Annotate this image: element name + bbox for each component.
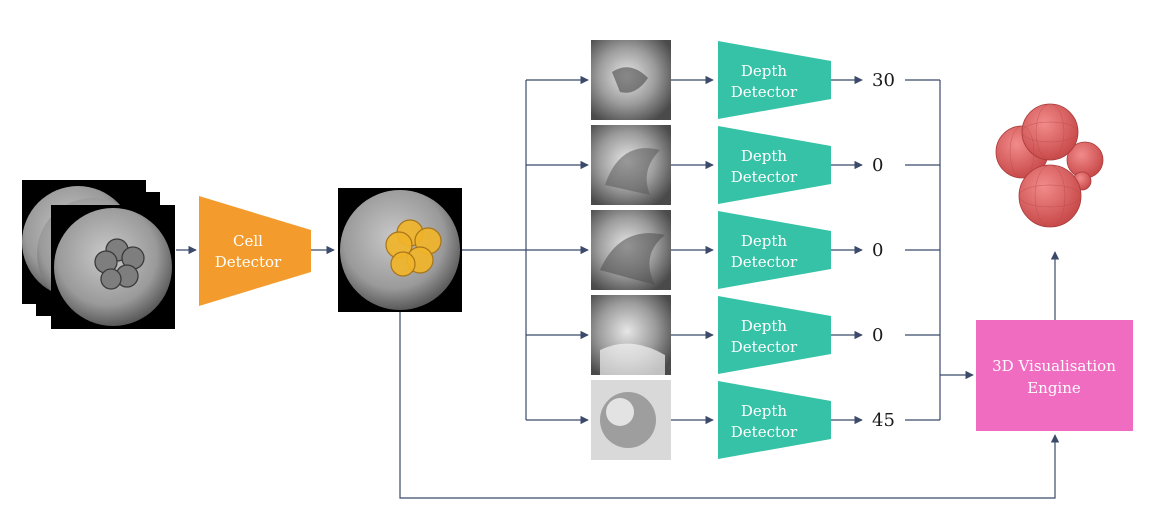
depth-detector-2-shape [718, 126, 831, 204]
crop-to-detector-arrows [671, 75, 714, 425]
depth-detector-4-label-line2: Detector [731, 338, 798, 356]
depth-crop-2 [591, 125, 671, 205]
depth-detector-3-shape [718, 211, 831, 289]
depth-values: 30 0 0 0 45 [872, 70, 895, 431]
depth-value-2: 0 [872, 155, 883, 176]
cell-detector-block: Cell Detector [199, 196, 311, 306]
depth-detector-4-label-line1: Depth [741, 317, 788, 335]
engine-label-line1: 3D Visualisation [992, 357, 1116, 375]
depth-detector-1-label-line1: Depth [741, 62, 788, 80]
highlighted-cells [385, 219, 442, 277]
depth-detector-1-label-line2: Detector [731, 83, 798, 101]
depth-detector-4: Depth Detector [718, 296, 831, 374]
visualisation-engine-block: 3D Visualisation Engine [976, 320, 1133, 431]
embryo-cells [94, 238, 145, 290]
depth-detector-5: Depth Detector [718, 381, 831, 459]
depth-detectors: Depth Detector Depth Detector Depth Dete… [718, 41, 831, 459]
cell-detector-shape [199, 196, 311, 306]
depth-detector-4-shape [718, 296, 831, 374]
values-to-engine-connector [905, 79, 974, 421]
input-image-stack [22, 180, 175, 329]
depth-crop-1 [591, 40, 671, 120]
depth-detector-2-label-line2: Detector [731, 168, 798, 186]
depth-value-3: 0 [872, 240, 883, 261]
depth-detector-2-label-line1: Depth [741, 147, 788, 165]
3d-cell-cluster-icon [995, 103, 1104, 228]
depth-crop-3 [591, 210, 671, 290]
detector-to-value-arrows [831, 75, 863, 425]
depth-value-4: 0 [872, 325, 883, 346]
depth-value-1: 30 [872, 70, 895, 91]
depth-detector-3: Depth Detector [718, 211, 831, 289]
depth-value-5: 45 [872, 410, 895, 431]
detected-embryo-image [338, 188, 462, 312]
depth-detector-3-label-line2: Detector [731, 253, 798, 271]
visualisation-engine-box [976, 320, 1133, 431]
engine-label-line2: Engine [1027, 379, 1081, 397]
depth-detector-1: Depth Detector [718, 41, 831, 119]
depth-detector-2: Depth Detector [718, 126, 831, 204]
depth-detector-3-label-line1: Depth [741, 232, 788, 250]
depth-crop-5 [591, 380, 671, 460]
depth-detector-5-label-line1: Depth [741, 402, 788, 420]
arrow-detection-to-engine [399, 312, 1060, 499]
depth-detector-1-shape [718, 41, 831, 119]
branch-connectors [462, 75, 589, 425]
depth-crop-4 [591, 295, 671, 375]
cell-detector-label-line1: Cell [233, 232, 263, 250]
depth-detector-5-label-line2: Detector [731, 423, 798, 441]
cell-detector-label-line2: Detector [215, 253, 282, 271]
depth-detector-5-shape [718, 381, 831, 459]
